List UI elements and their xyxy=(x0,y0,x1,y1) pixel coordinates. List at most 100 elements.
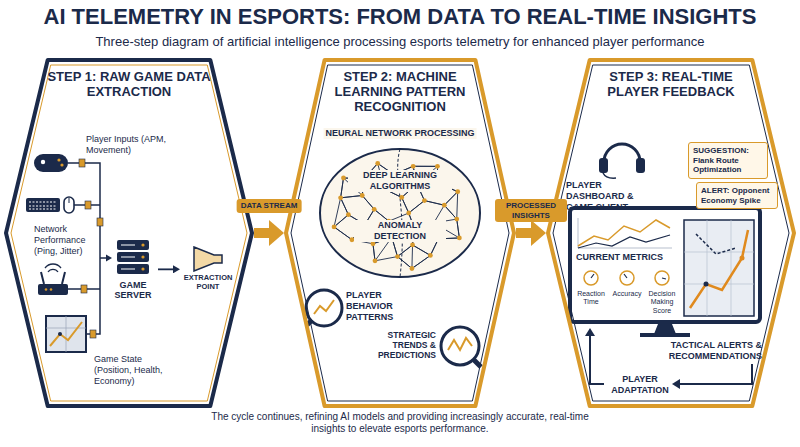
hexagon-inner-border xyxy=(553,65,789,401)
alerts-label: TACTICAL ALERTS & RECOMMENDATIONS xyxy=(658,340,762,362)
adaptation-label: PLAYER ADAPTATION xyxy=(608,374,672,396)
extraction-node: EXTRACTION POINT xyxy=(180,246,236,291)
funnel-icon xyxy=(192,246,224,272)
neural-network xyxy=(413,245,431,255)
game-map-icon xyxy=(50,322,82,346)
neural-network xyxy=(395,254,400,259)
hexagon-border xyxy=(6,60,252,406)
data-packet-icon xyxy=(90,330,96,338)
mouse-icon xyxy=(64,197,74,213)
node-label: GAME SERVER xyxy=(108,280,158,301)
router-icon xyxy=(41,272,65,284)
brain-outline xyxy=(320,149,480,277)
neural-network xyxy=(372,207,377,212)
headset-icon xyxy=(599,158,608,173)
step-hexagon: STEP 3: REAL-TIME PLAYER FEEDBACKSUGGEST… xyxy=(546,58,796,408)
title: AI TELEMETRY IN ESPORTS: FROM DATA TO RE… xyxy=(44,4,757,30)
router-icon xyxy=(45,264,61,272)
data-packet-icon xyxy=(79,159,103,338)
neural-network xyxy=(402,197,409,213)
tactical-map xyxy=(740,256,745,261)
process-label: NEURAL NETWORK PROCESSING xyxy=(324,128,477,139)
monitor-icon xyxy=(570,208,760,322)
neural-network xyxy=(346,212,351,217)
neural-network xyxy=(444,205,456,219)
metric-label: Reaction Time xyxy=(574,290,608,307)
neural-network xyxy=(428,253,433,258)
magnifier-icon xyxy=(441,327,479,365)
neural-network xyxy=(457,236,462,241)
neural-network xyxy=(341,178,344,198)
step-hexagon: STEP 1: RAW GAME DATA EXTRACTION GAME SER… xyxy=(4,58,254,408)
callout-text: ALERT: Opponent Economy Spike xyxy=(701,186,773,205)
tactical-map xyxy=(684,220,754,316)
step-heading: STEP 1: RAW GAME DATA EXTRACTION xyxy=(42,70,216,100)
magnifier-icon xyxy=(448,338,472,350)
neural-network xyxy=(402,197,409,213)
neural-network xyxy=(409,201,425,213)
keyboard-icon xyxy=(26,198,60,212)
hexagon-inner-border xyxy=(11,65,247,401)
neural-network xyxy=(338,195,343,200)
neural-network xyxy=(457,219,460,238)
tactical-map xyxy=(696,234,736,254)
router-icon xyxy=(38,284,68,295)
neural-network xyxy=(444,205,456,219)
neural-network xyxy=(375,161,380,166)
neural-network xyxy=(362,195,374,209)
neural-network xyxy=(373,244,375,261)
neural-network xyxy=(375,257,397,261)
router-icon xyxy=(45,288,48,291)
keyboard-icon xyxy=(26,198,60,212)
monitor-icon xyxy=(640,333,690,337)
controller-icon xyxy=(60,163,63,166)
adaptation-loop-arrow xyxy=(590,336,604,384)
neural-network xyxy=(411,164,416,169)
edge-label: DATA STREAM xyxy=(237,199,302,213)
headset-icon xyxy=(636,158,645,173)
tactical-map xyxy=(684,220,754,316)
headset-icon xyxy=(604,144,640,162)
insight-label: PLAYER BEHAVIOR PATTERNS xyxy=(346,290,410,322)
neural-network xyxy=(371,241,376,246)
mouse-icon xyxy=(69,198,70,203)
flow-arrow xyxy=(516,228,531,238)
adaptation-loop-arrow xyxy=(672,379,680,389)
dashboard-chart xyxy=(578,218,672,248)
subtitle: Three-step diagram of artificial intelli… xyxy=(0,34,800,50)
neural-network xyxy=(341,198,349,215)
suggestion-callout: SUGGESTION: Flank Route Optimization xyxy=(688,142,768,179)
neural-network xyxy=(411,245,413,269)
step-heading: STEP 2: MACHINE LEARNING PATTERN RECOGNI… xyxy=(314,70,486,115)
neural-network xyxy=(341,176,346,181)
metric-gauge xyxy=(591,274,666,279)
neural-network xyxy=(457,219,460,238)
alert-callout: ALERT: Opponent Economy Spike xyxy=(696,182,778,209)
neural-network xyxy=(410,243,415,248)
neural-network xyxy=(424,201,444,206)
neural-network xyxy=(406,211,411,216)
neural-network xyxy=(454,217,459,222)
magnifier-icon xyxy=(306,290,342,326)
magnifier-icon xyxy=(441,327,481,367)
game-map-icon xyxy=(46,316,86,352)
neural-network xyxy=(397,245,412,257)
neural-network xyxy=(334,227,352,240)
hexagon-border xyxy=(286,60,514,406)
neural-network xyxy=(435,164,440,169)
neural-network xyxy=(332,225,337,230)
server-node: GAME SERVER xyxy=(108,238,158,301)
dashboard-chart xyxy=(578,220,670,246)
input-label: Network Performance (Ping, Jitter) xyxy=(34,224,96,256)
neural-network xyxy=(373,258,378,263)
neural-network xyxy=(456,192,458,219)
input-label: Player Inputs (APM, Movement) xyxy=(86,134,170,156)
insight-label: STRATEGIC TRENDS & PREDICTIONS xyxy=(370,330,436,361)
neural-network xyxy=(397,257,411,269)
data-packet-icon xyxy=(79,159,85,167)
neural-network xyxy=(341,198,349,215)
metric-label: Decision Making Score xyxy=(644,290,680,315)
adaptation-loop-arrow xyxy=(585,328,595,336)
neural-network xyxy=(341,195,363,197)
